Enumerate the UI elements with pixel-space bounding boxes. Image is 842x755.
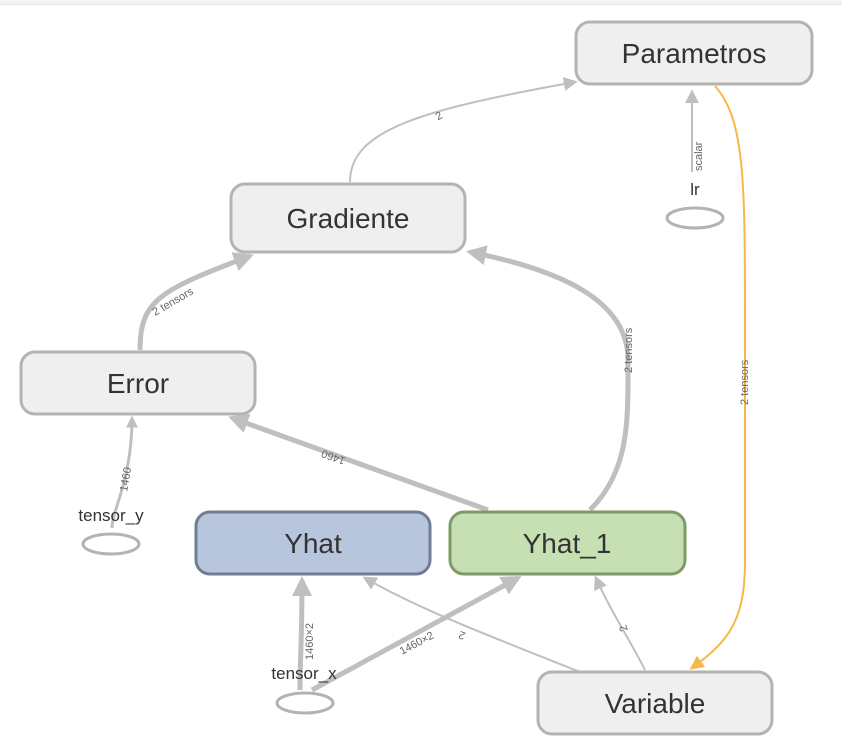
node-label-parametros: Parametros	[622, 38, 767, 69]
edge-yhat1-to-gradiente[interactable]	[466, 245, 631, 512]
node-box	[19, 350, 257, 416]
node-label-gradiente: Gradiente	[287, 203, 410, 234]
node-label-yhat: Yhat	[284, 528, 342, 559]
node-gradiente[interactable]: Gradiente	[229, 182, 467, 254]
node-parametros[interactable]: Parametros	[574, 20, 814, 86]
const-tensor-x[interactable]: tensor_x	[271, 664, 337, 715]
node-box	[229, 182, 467, 254]
node-variable[interactable]: Variable	[536, 670, 774, 736]
node-label-yhat-1: Yhat_1	[523, 528, 612, 559]
edge-label-variable-to-yhat: 2	[457, 628, 467, 641]
edge-tensor-x-to-yhat[interactable]	[291, 576, 312, 691]
const-label-lr: lr	[690, 180, 700, 199]
node-yhat-1[interactable]: Yhat_1	[448, 510, 687, 576]
edge-label-yhat1-to-error: 1460	[320, 447, 347, 467]
node-yhat[interactable]: Yhat	[194, 510, 432, 576]
edge-error-to-gradiente[interactable]	[137, 252, 254, 351]
edge-variable-to-yhat[interactable]	[362, 576, 581, 673]
const-ellipse	[275, 691, 335, 715]
const-lr[interactable]: lr	[665, 180, 725, 230]
top-toolbar-strip	[0, 0, 842, 5]
edge-gradiente-to-parametros[interactable]	[349, 77, 578, 183]
edge-tensor-y-to-error[interactable]	[110, 415, 138, 529]
edge-tensor-x-to-yhat1[interactable]	[310, 575, 522, 693]
edge-label-lr-to-parametros: scalar	[693, 141, 705, 171]
edge-yhat1-to-error[interactable]	[228, 414, 489, 513]
const-label-tensor-y: tensor_y	[78, 506, 144, 525]
edge-label-tensor-x-to-yhat: 1460×2	[304, 623, 316, 660]
node-box	[194, 510, 432, 576]
node-error[interactable]: Error	[19, 350, 257, 416]
const-ellipse	[665, 206, 725, 230]
node-label-error: Error	[107, 368, 169, 399]
edge-label-variable-to-yhat1: 2	[617, 623, 630, 633]
node-box	[448, 510, 687, 576]
const-ellipse	[81, 532, 141, 556]
edge-variable-to-yhat1[interactable]	[594, 575, 646, 671]
node-box	[574, 20, 814, 86]
node-box	[536, 670, 774, 736]
const-label-tensor-x: tensor_x	[271, 664, 337, 683]
edges: 2 scalar 2 tensors 2 tensors 2 tensors 1…	[110, 77, 751, 693]
edge-label-tensor-y-to-error: 1460	[118, 466, 134, 492]
edge-label-gradiente-to-parametros: 2	[434, 110, 445, 123]
const-tensor-y[interactable]: tensor_y	[78, 506, 144, 556]
edge-parametros-to-variable[interactable]	[689, 85, 746, 670]
edge-label-yhat1-to-gradiente: 2 tensors	[623, 327, 635, 373]
node-label-variable: Variable	[605, 688, 706, 719]
edge-label-parametros-to-variable: 2 tensors	[739, 359, 751, 405]
